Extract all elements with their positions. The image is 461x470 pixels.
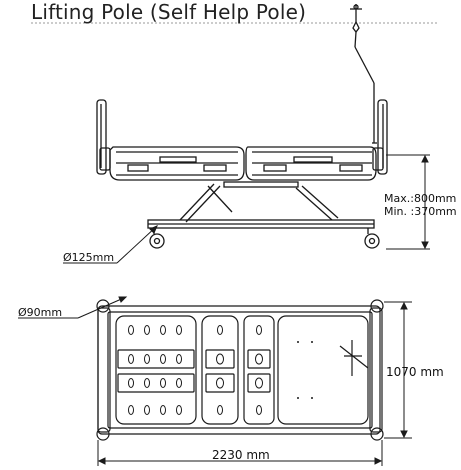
wheel-size-label: Ø90mm xyxy=(18,306,62,319)
length-label: 2230 mm xyxy=(212,448,270,462)
deck-panel-back xyxy=(115,315,197,425)
diagram-title: Lifting Pole (Self Help Pole) xyxy=(31,0,307,24)
wheel-leader xyxy=(18,296,128,319)
head-board-top xyxy=(97,307,111,433)
platform-section-left xyxy=(109,146,245,181)
leg-panel-rivets xyxy=(297,341,313,399)
platform-section-right xyxy=(245,146,377,181)
caster-leader xyxy=(63,225,158,264)
height-max-label: Max.:800mm xyxy=(384,192,456,205)
top-view xyxy=(18,296,412,466)
foot-board xyxy=(372,99,388,175)
corner-wheel-bl xyxy=(96,427,110,441)
head-board xyxy=(96,99,111,175)
lifting-pole xyxy=(350,4,377,144)
width-label: 1070 mm xyxy=(386,365,444,379)
foot-board-top xyxy=(369,307,383,433)
height-min-label: Min. :370mm xyxy=(384,205,457,218)
caster-size-label: Ø125mm xyxy=(63,251,114,264)
deck-panel-leg xyxy=(277,315,369,425)
corner-wheel-tl xyxy=(96,299,110,313)
corner-wheel-br xyxy=(370,427,384,441)
length-dimension xyxy=(97,440,383,466)
top-frame-inner xyxy=(107,311,373,429)
deck-panel-seat xyxy=(201,315,239,425)
side-view xyxy=(63,4,430,264)
base-frame xyxy=(147,219,375,229)
deck-panel-thigh xyxy=(243,315,275,425)
height-dimension xyxy=(386,154,430,250)
width-dimension xyxy=(384,301,412,439)
corner-wheel-tr xyxy=(370,299,384,313)
caster-right xyxy=(364,228,380,249)
top-frame-outer xyxy=(97,305,381,435)
scissor-lift xyxy=(179,181,339,223)
vent-holes-back xyxy=(128,325,182,415)
vent-holes-seat-thigh xyxy=(216,325,263,415)
lifting-pole-top xyxy=(339,340,369,376)
